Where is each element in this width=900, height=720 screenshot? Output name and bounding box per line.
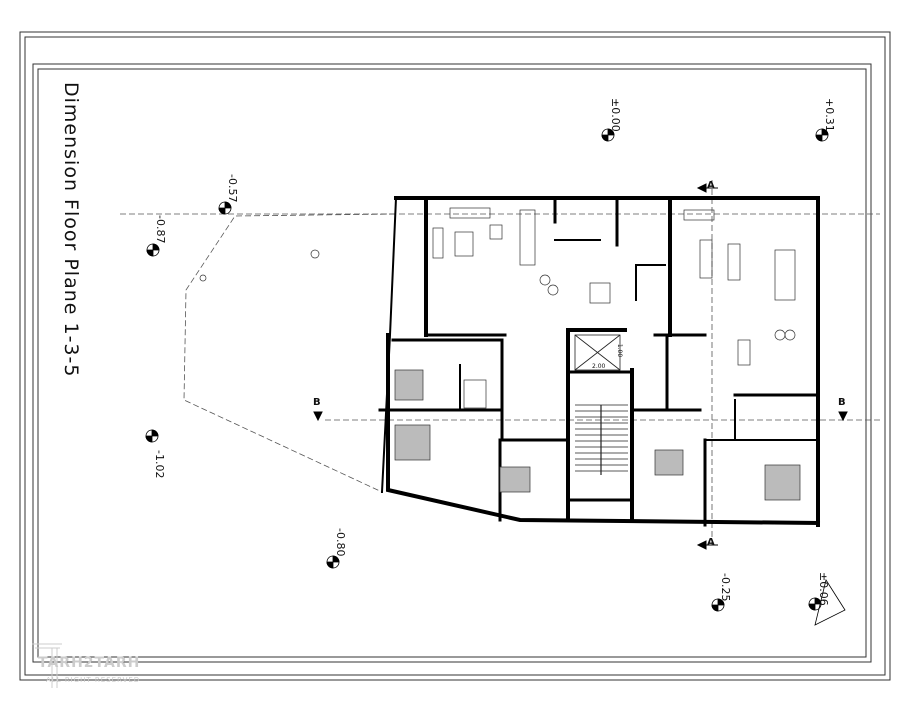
section-label-a-bottom: A [707, 537, 715, 548]
elevator-shaft [574, 334, 621, 371]
watermark-rights: ALL RIGHT RESERVED [46, 676, 141, 684]
elevation-label: +0.31 [823, 98, 836, 132]
elevation-label: ±0.00 [609, 98, 622, 132]
staircase [575, 404, 628, 475]
sheet-border-outer [19, 31, 891, 681]
elevation-label: -1.02 [153, 450, 166, 479]
section-label-b-left: B [313, 397, 321, 408]
drawing-title: Dimension Floor Plane 1-3-5 [60, 82, 82, 378]
watermark-logo [32, 643, 62, 688]
elevation-label: ±0.06 [817, 572, 830, 606]
section-label-b-right: B [838, 397, 846, 408]
lift-width-dimension: 2.00 [592, 363, 606, 370]
elevation-label: -0.25 [719, 573, 732, 602]
elevation-markers [145, 128, 846, 626]
sheet-border-inner [32, 63, 872, 663]
site-boundary [120, 180, 880, 545]
elevation-label: -0.87 [154, 215, 167, 244]
elevation-label: -0.57 [226, 174, 239, 203]
lift-depth-dimension: 1.00 [616, 343, 624, 358]
building-walls [378, 196, 821, 527]
watermark-brand: TARH2TARH [38, 655, 141, 671]
section-label-a-top: A [707, 180, 715, 191]
drawing-frame [37, 68, 867, 658]
sheet-border-mid [24, 36, 886, 676]
furniture [199, 207, 801, 501]
elevation-label: -0.80 [334, 528, 347, 557]
section-arrows [313, 183, 848, 550]
